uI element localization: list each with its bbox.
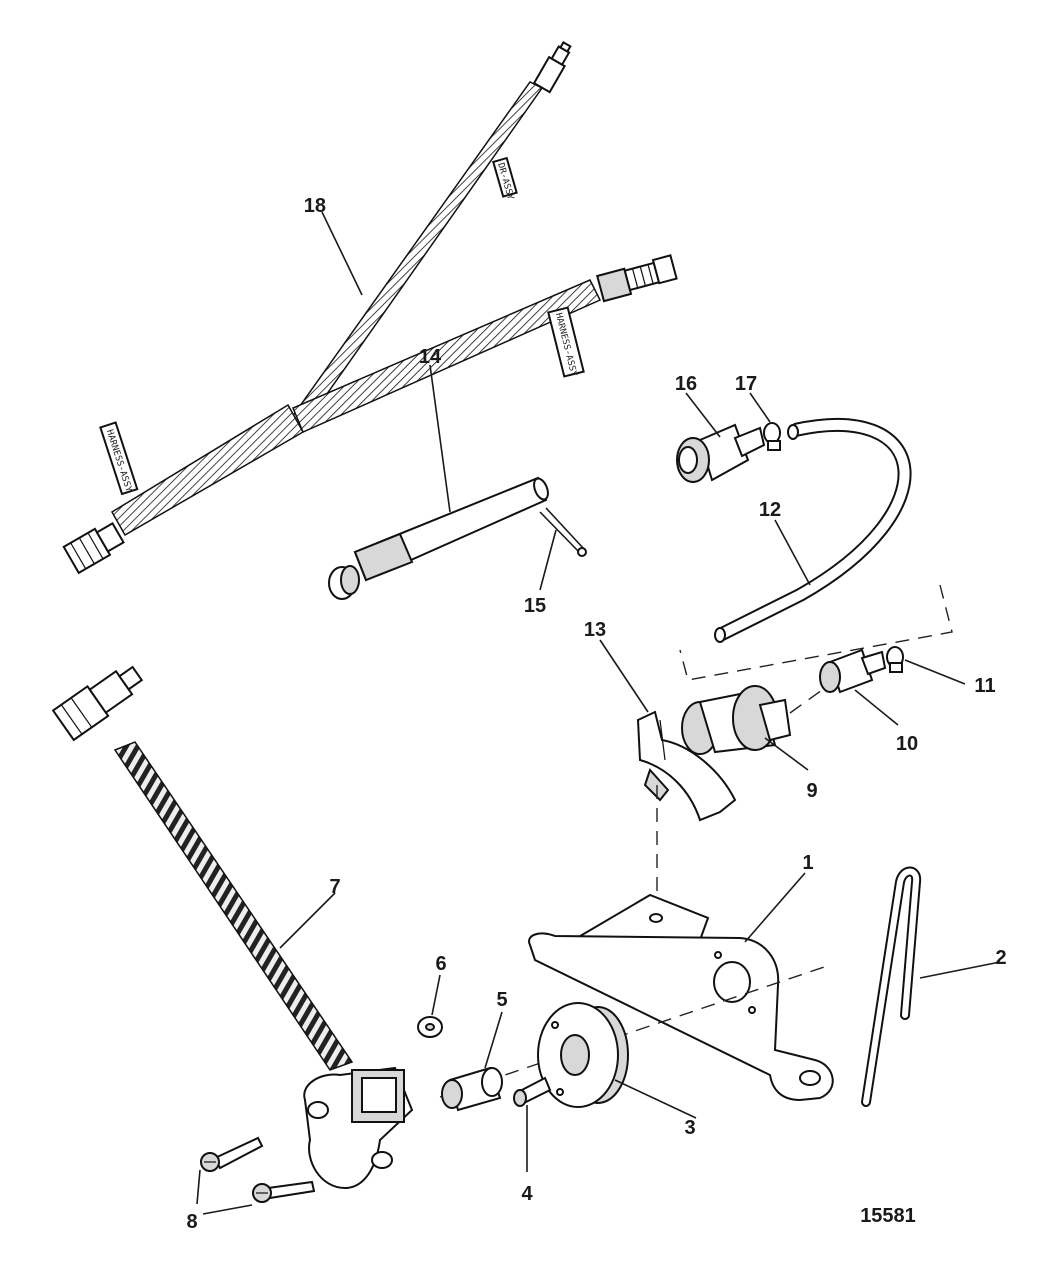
cotter-pin xyxy=(539,507,587,557)
wiring-harness: HARNESS-ASSY DR-ASSY HARNESS-ASSY xyxy=(62,40,678,575)
callout-2: 2 xyxy=(995,947,1006,969)
callout-17: 17 xyxy=(735,373,757,395)
callout-10: 10 xyxy=(896,733,918,755)
callout-14: 14 xyxy=(419,346,442,368)
hose-clamp-upper xyxy=(763,422,781,451)
callout-5: 5 xyxy=(496,989,507,1011)
washer xyxy=(417,1016,443,1038)
shaft-coupler xyxy=(441,1066,503,1112)
callout-15: 15 xyxy=(524,595,546,617)
flange-bushing xyxy=(537,1002,629,1108)
small-pin xyxy=(513,1076,552,1107)
callout-16: 16 xyxy=(675,373,697,395)
callout-18: 18 xyxy=(304,195,326,217)
screw-upper xyxy=(200,1136,264,1172)
callout-13: 13 xyxy=(584,619,606,641)
hose-fitting xyxy=(676,423,766,483)
axis-9-10 xyxy=(789,689,823,714)
callout-8: 8 xyxy=(186,1211,197,1233)
callout-11: 11 xyxy=(974,675,995,697)
pin xyxy=(328,476,549,600)
pressure-sensor xyxy=(681,685,792,755)
mounting-bracket xyxy=(528,893,834,1102)
hose-bracket-dashed xyxy=(679,584,953,681)
spring-rod xyxy=(861,866,922,1107)
figure-number: 15581 xyxy=(860,1205,916,1227)
screw-lower xyxy=(252,1180,316,1203)
leader-lines xyxy=(196,211,1001,1215)
callout-12: 12 xyxy=(759,499,781,521)
callout-1: 1 xyxy=(802,852,813,874)
callout-3: 3 xyxy=(684,1117,695,1139)
callout-4: 4 xyxy=(521,1183,533,1205)
callout-6: 6 xyxy=(435,953,446,975)
hose-barb-adapter xyxy=(819,648,887,694)
position-sensor xyxy=(51,665,414,1190)
callout-7: 7 xyxy=(329,876,340,898)
callout-9: 9 xyxy=(806,780,817,802)
hose-clamp-lower xyxy=(886,646,904,673)
hose xyxy=(714,418,912,643)
